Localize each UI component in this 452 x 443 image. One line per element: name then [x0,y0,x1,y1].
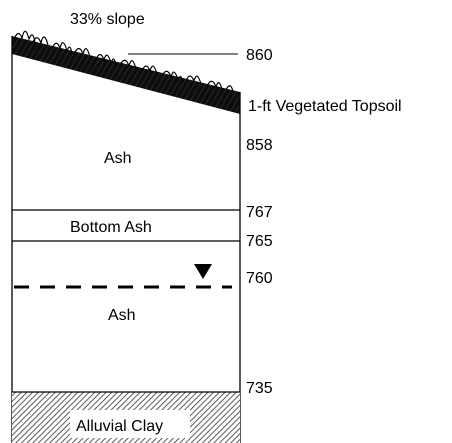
elevation-label-765: 765 [246,233,273,250]
slope-label: 33% slope [70,11,145,28]
alluvial-clay-label: Alluvial Clay [76,418,163,435]
elevation-label-767: 767 [246,204,273,221]
upper-ash-label: Ash [104,150,132,167]
topsoil-layer [12,36,240,114]
water-table-icon [194,264,212,279]
elevation-label-858: 858 [246,137,273,154]
elevation-label-735: 735 [246,380,273,397]
bottom-ash-label: Bottom Ash [70,219,152,236]
elevation-label-760: 760 [246,270,273,287]
vegetation-icon [13,30,234,92]
elevation-label-860: 860 [246,47,273,64]
clay-label-box [70,410,190,438]
topsoil-label: 1-ft Vegetated Topsoil [248,98,402,115]
lower-ash-label: Ash [108,307,136,324]
